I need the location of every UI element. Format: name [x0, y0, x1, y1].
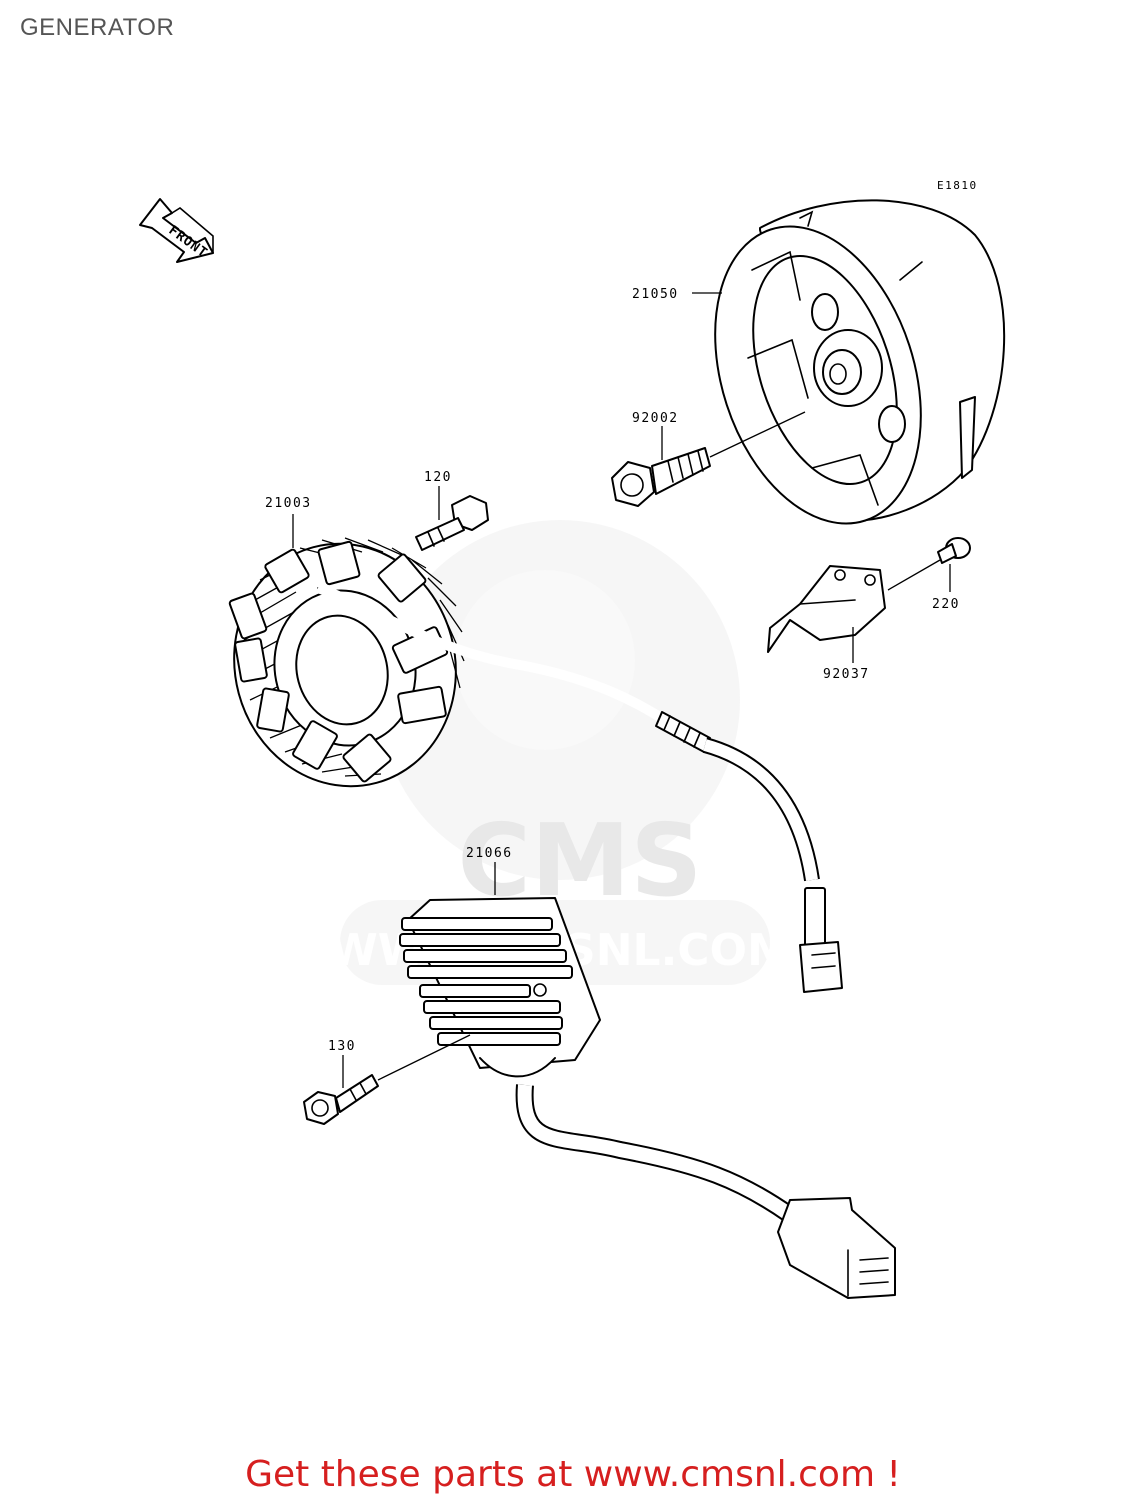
stator-wire-harness — [316, 583, 843, 993]
front-arrow-icon: FRONT — [139, 198, 214, 263]
part-label-21050: 21050 — [632, 287, 679, 302]
regulator-bolt — [303, 1074, 379, 1125]
clamp-screw — [937, 537, 971, 564]
part-label-21066: 21066 — [466, 846, 513, 861]
wire-clamp — [767, 565, 886, 653]
diagram-code: E1810 — [937, 179, 978, 192]
stator — [228, 537, 465, 788]
footer-link[interactable]: Get these parts at www.cmsnl.com ! — [245, 1454, 901, 1495]
page-title: GENERATOR — [20, 14, 175, 41]
part-label-92037: 92037 — [823, 667, 870, 682]
regulator-wire-harness — [515, 1084, 896, 1299]
part-label-220: 220 — [932, 597, 960, 612]
part-label-92002: 92002 — [632, 411, 679, 426]
part-label-120: 120 — [424, 470, 452, 485]
flywheel-rotor — [714, 199, 1006, 525]
part-label-130: 130 — [328, 1039, 356, 1054]
stator-bolt — [415, 495, 489, 551]
part-label-21003: 21003 — [265, 496, 312, 511]
flywheel-bolt — [611, 447, 711, 507]
